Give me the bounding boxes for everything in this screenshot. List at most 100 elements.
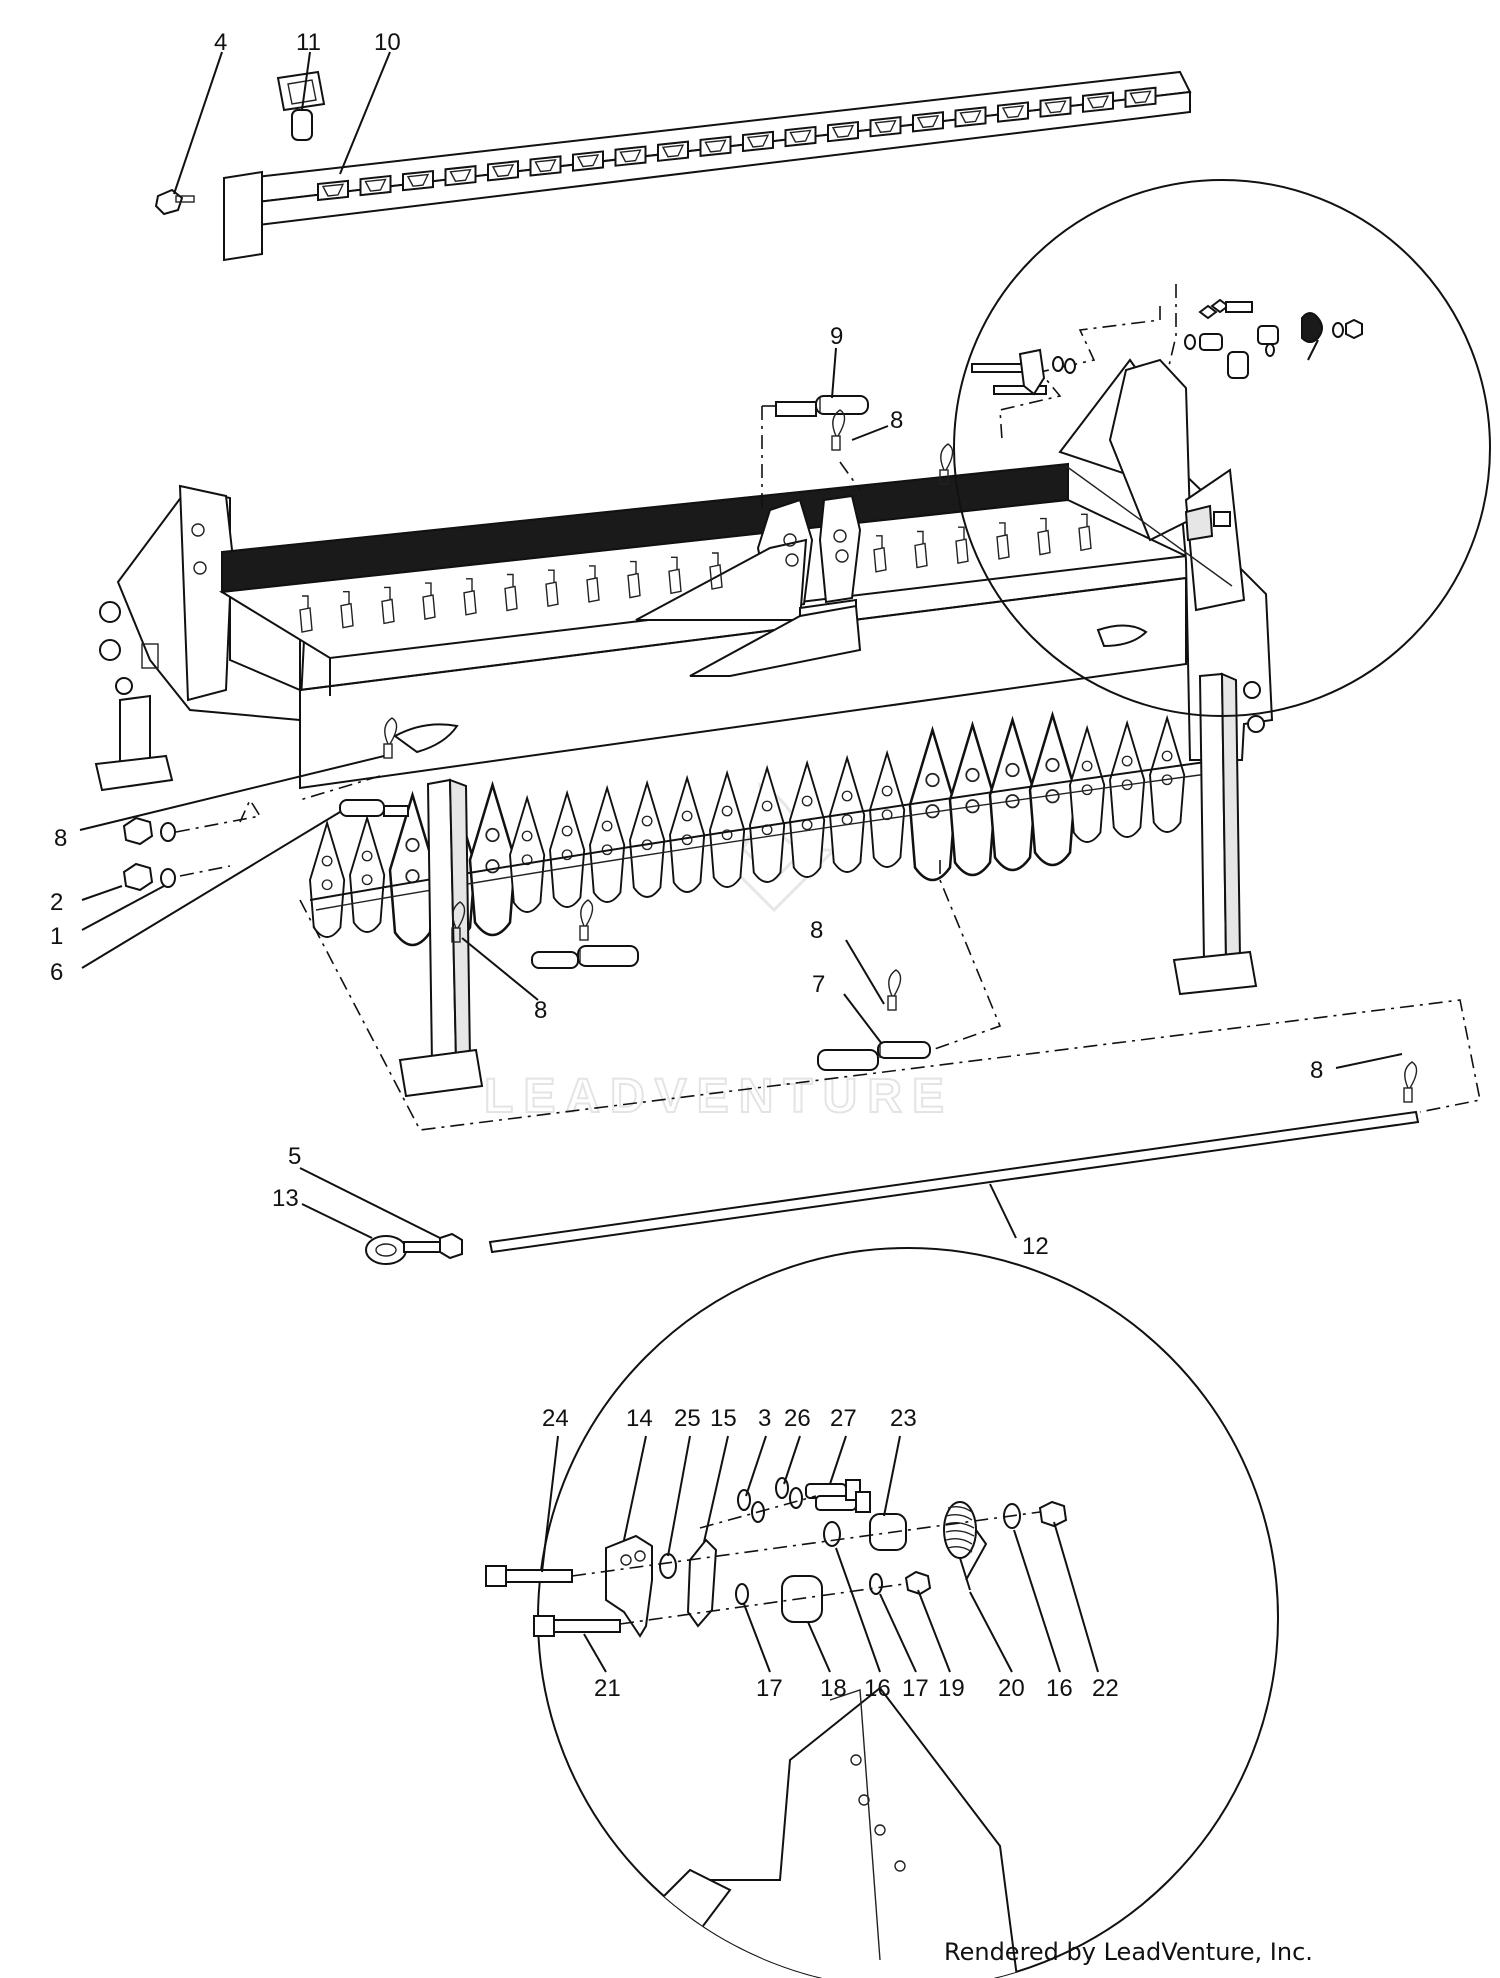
- part-5-nut: [439, 1232, 463, 1260]
- bar-cell: [401, 170, 435, 192]
- part-24-bolt-shank: [505, 1569, 573, 1583]
- bar-cell: [826, 121, 860, 143]
- rear-latch: [299, 595, 313, 633]
- rear-latch: [381, 586, 395, 625]
- rear-latch: [914, 530, 928, 569]
- callout-8-top: 8: [890, 407, 903, 434]
- rear-latch: [709, 552, 723, 590]
- part-10-tine-bar: [223, 70, 1192, 262]
- part-8-clip-middle: [887, 969, 902, 1011]
- part-21-bolt-head: [533, 1615, 555, 1637]
- callout-18: 18: [820, 1675, 847, 1702]
- part-2-nuts: [122, 816, 154, 892]
- part-20-spring: [943, 1501, 988, 1591]
- watermark: LEADVENTURE: [483, 782, 954, 1124]
- tine: [629, 782, 666, 898]
- rear-tine-latches: [299, 513, 1092, 633]
- tine: [549, 792, 586, 908]
- tine: [669, 777, 706, 893]
- bar-cell: [911, 111, 945, 133]
- callout-26: 26: [784, 1405, 811, 1432]
- bar-cell: [996, 101, 1030, 123]
- part-7-pin-a: [531, 945, 639, 969]
- part-7-pin-b: [817, 1041, 931, 1071]
- bar-cell: [954, 106, 987, 128]
- rear-latch: [627, 560, 641, 599]
- rear-latch: [504, 573, 518, 612]
- part-3-washer: [737, 1489, 751, 1511]
- callout-4: 4: [214, 29, 227, 56]
- part-15-link: [686, 1538, 718, 1628]
- callout-2: 2: [50, 889, 63, 916]
- bar-cell: [1124, 86, 1157, 108]
- part-11-bushing: [276, 70, 326, 141]
- bar-cell: [486, 160, 520, 182]
- callout-15: 15: [710, 1405, 737, 1432]
- bar-cell: [784, 125, 817, 148]
- bar-cell: [699, 135, 732, 157]
- part-24-bolt-head: [485, 1565, 507, 1587]
- bar-cell: [869, 116, 902, 138]
- main-frame: [94, 462, 1274, 1098]
- callout-25: 25: [674, 1405, 701, 1432]
- rear-latch: [340, 591, 354, 629]
- callout-8-lower: 8: [534, 997, 547, 1024]
- callout-24: 24: [542, 1405, 569, 1432]
- callout-10: 10: [374, 29, 401, 56]
- bar-cell: [571, 150, 605, 172]
- tine: [589, 787, 626, 903]
- tine: [1149, 717, 1186, 833]
- callout-17-a: 17: [756, 1675, 783, 1702]
- detail-small-parts-top: [1198, 298, 1275, 357]
- part-26-lock-washer: [775, 1477, 789, 1499]
- tine: [349, 817, 386, 933]
- callout-22: 22: [1092, 1675, 1119, 1702]
- rear-latch: [422, 582, 436, 620]
- part-12-rod: [488, 1110, 1420, 1254]
- part-21-bolt-shank: [553, 1619, 621, 1633]
- credit-text: Rendered by LeadVenture, Inc.: [944, 1938, 1313, 1966]
- part-17-washer: [735, 1583, 749, 1605]
- tine: [309, 822, 346, 938]
- callout-5: 5: [288, 1143, 301, 1170]
- part-8-clip-rod: [1403, 1061, 1418, 1103]
- callout-7: 7: [812, 971, 825, 998]
- part-22-nut: [1038, 1500, 1068, 1528]
- part-19-nut: [904, 1570, 932, 1596]
- callout-21: 21: [594, 1675, 621, 1702]
- callout-27: 27: [830, 1405, 857, 1432]
- part-1-washers: [160, 822, 176, 888]
- callout-9: 9: [830, 323, 843, 350]
- rear-latch: [996, 522, 1010, 560]
- callout-11: 11: [296, 29, 321, 56]
- watermark-text: LEADVENTURE: [484, 1070, 954, 1123]
- tine: [948, 723, 997, 877]
- tine: [1028, 713, 1077, 867]
- tine: [468, 783, 517, 937]
- bar-cell: [741, 130, 775, 153]
- part-6-pin: [339, 799, 409, 817]
- callout-19: 19: [938, 1675, 965, 1702]
- callout-8-rod: 8: [1310, 1057, 1323, 1084]
- rear-latch: [873, 535, 887, 573]
- bar-cell: [1081, 91, 1115, 113]
- callout-6: 6: [50, 959, 63, 986]
- callout-labels: 4 11 10 9 8 8 2 1 6 8 8 7 8 5 13 12 24 1…: [50, 29, 1323, 1702]
- part-8-clip-top: [831, 409, 846, 451]
- tine: [1069, 727, 1106, 843]
- part-9-pin: [775, 395, 869, 417]
- tine: [1109, 722, 1146, 838]
- detail-circle-top: [953, 179, 1491, 717]
- rear-latch: [545, 569, 559, 608]
- detail-circle-bottom: [485, 1247, 1279, 1978]
- bar-cell: [529, 155, 562, 177]
- callout-3: 3: [758, 1405, 771, 1432]
- callout-8-left: 8: [54, 825, 67, 852]
- bar-cell: [444, 165, 477, 187]
- bar-cell: [316, 179, 350, 202]
- part-25-washer: [659, 1553, 677, 1579]
- rear-latch: [586, 565, 600, 603]
- bar-cell: [1039, 96, 1072, 118]
- callout-16-b: 16: [1046, 1675, 1073, 1702]
